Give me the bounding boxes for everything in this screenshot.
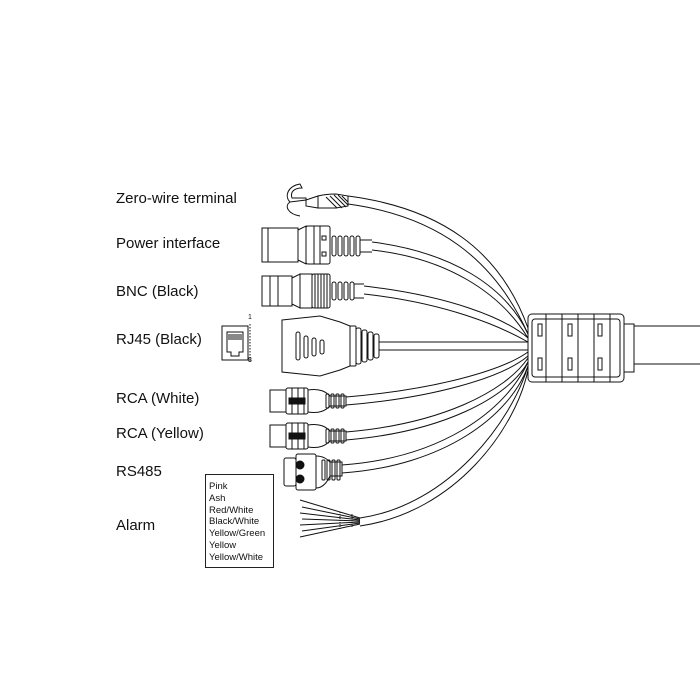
rca-white-connector [269, 387, 347, 415]
label-rca-yellow: RCA (Yellow) [116, 425, 204, 442]
rca-yellow-connector [269, 422, 347, 450]
bnc-connector [261, 273, 364, 309]
label-alarm: Alarm [116, 517, 156, 534]
cable-wires [341, 195, 529, 527]
rj45-pin-8-label: 8 [248, 357, 252, 364]
rs485-connector [283, 453, 343, 491]
label-bnc: BNC (Black) [116, 283, 199, 300]
label-rca-white: RCA (White) [116, 390, 200, 407]
wire-color-item: Yellow [209, 539, 237, 551]
power-interface-connector [261, 225, 372, 265]
label-rs485: RS485 [116, 463, 162, 480]
wire-color-item: Yellow/White [209, 551, 264, 563]
main-cable-connector [527, 313, 700, 383]
label-zero-wire-terminal: Zero-wire terminal [116, 190, 237, 207]
wire-color-item: Yellow/Green [209, 528, 266, 540]
label-power-interface: Power interface [116, 235, 221, 252]
wire-color-item: Ash [209, 492, 226, 504]
wire-color-item: Pink [209, 481, 228, 492]
rj45-port-icon [221, 324, 251, 362]
zero-wire-terminal-connector [286, 183, 349, 217]
rj45-pin-1-label: 1 [248, 314, 252, 321]
rj45-connector [281, 315, 384, 377]
wire-color-item: Red/White [209, 504, 254, 516]
label-rj45: RJ45 (Black) [116, 331, 202, 348]
wire-color-item: Black/White [209, 516, 260, 528]
alarm-wire-color-legend: Pink Ash Red/White Black/White Yellow/Gr… [205, 474, 274, 568]
alarm-wires [299, 499, 361, 538]
